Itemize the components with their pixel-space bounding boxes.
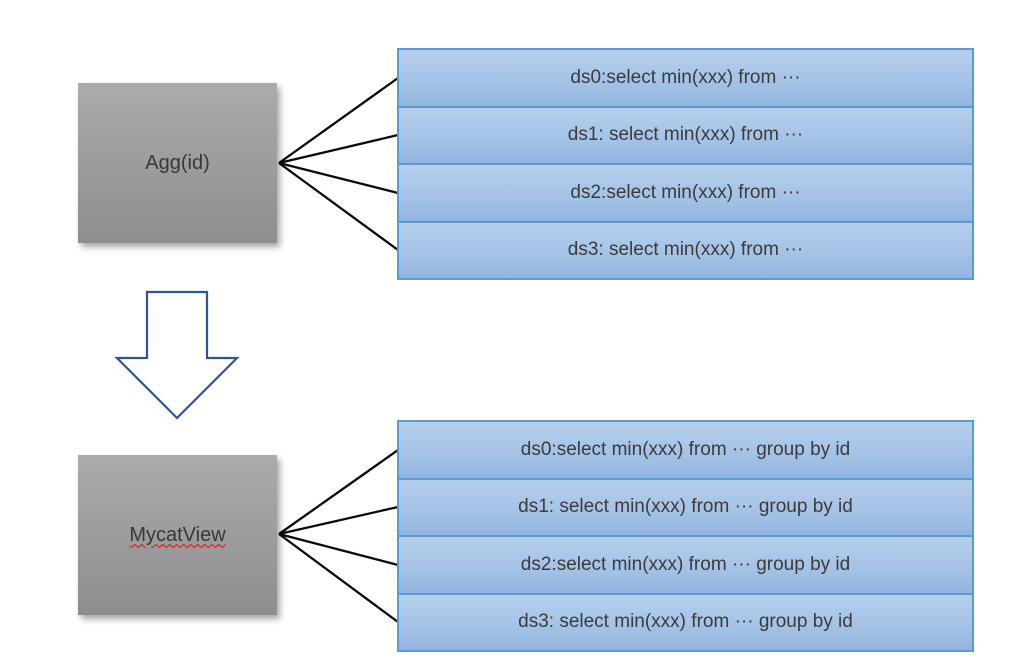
- query-bar-ds1: ds1: select min(xxx) from ···: [397, 105, 974, 165]
- query-bar-groupby-ds0: ds0:select min(xxx) from ··· group by id: [397, 420, 974, 480]
- connector-line: [278, 161, 399, 195]
- connector-line: [278, 133, 399, 165]
- query-bar-ds0: ds0:select min(xxx) from ···: [397, 48, 974, 108]
- connector-line: [278, 449, 399, 535]
- connector-line: [278, 162, 399, 251]
- bottom-query-list: ds0:select min(xxx) from ··· group by id…: [397, 420, 974, 652]
- connector-line: [278, 532, 399, 567]
- mycatview-node: MycatView: [78, 455, 277, 615]
- connector-line: [278, 533, 399, 623]
- top-query-list: ds0:select min(xxx) from ··· ds1: select…: [397, 48, 974, 280]
- down-arrow-icon: [114, 290, 240, 420]
- connector-line: [278, 505, 399, 536]
- agg-node: Agg(id): [78, 83, 277, 243]
- query-bar-groupby-ds2: ds2:select min(xxx) from ··· group by id: [397, 535, 974, 595]
- mycatview-node-label: MycatView: [129, 523, 226, 546]
- top-connector-lines: [278, 77, 399, 251]
- query-bar-groupby-ds3: ds3: select min(xxx) from ··· group by i…: [397, 592, 974, 652]
- query-bar-groupby-ds1: ds1: select min(xxx) from ··· group by i…: [397, 477, 974, 537]
- bottom-connector-lines: [278, 449, 399, 623]
- agg-node-label: Agg(id): [145, 151, 210, 174]
- query-bar-ds3: ds3: select min(xxx) from ···: [397, 220, 974, 280]
- query-bar-ds2: ds2:select min(xxx) from ···: [397, 163, 974, 223]
- connector-line: [278, 77, 399, 164]
